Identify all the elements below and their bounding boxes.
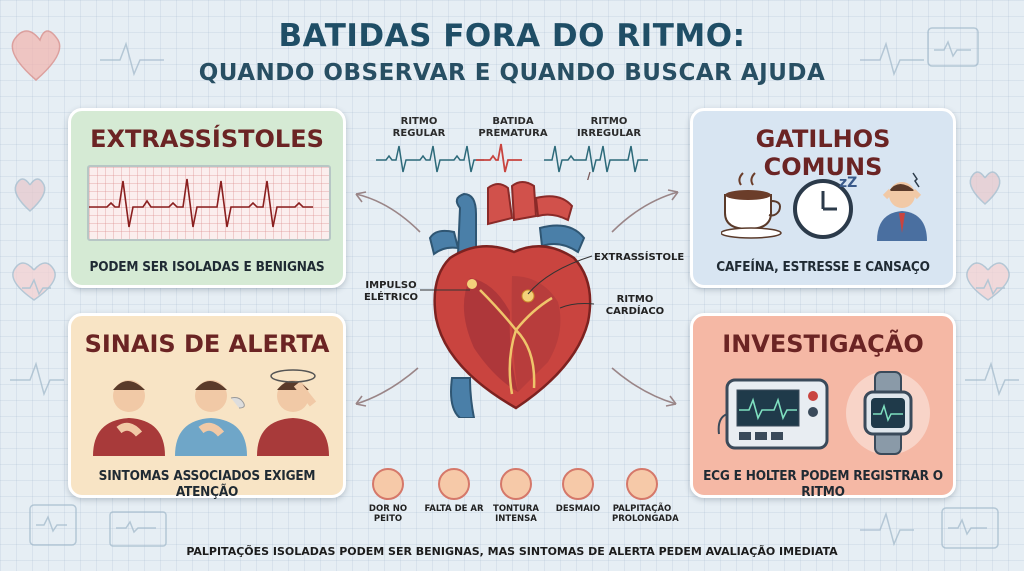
dizzy-head-icon: [500, 468, 532, 500]
heart-illustration: [420, 181, 595, 418]
chest-pain-person-icon: [93, 380, 165, 456]
ritmo-cardiaco-label: RITMO CARDÍACO: [605, 294, 665, 317]
decor-heart-icon: [11, 30, 61, 81]
card-caption: SINTOMAS ASSOCIADOS EXIGEM ATENÇÃO: [98, 468, 316, 500]
card-title: EXTRASSÍSTOLES: [90, 125, 324, 153]
page-title: BATIDAS FORA DO RITMO:: [278, 18, 746, 54]
card-caption: ECG E HOLTER PODEM REGISTRAR O RITMO: [703, 468, 943, 500]
svg-text:zZ: zZ: [839, 175, 857, 191]
card-caption: CAFEÍNA, ESTRESSE E CANSAÇO: [716, 259, 930, 275]
card-title: GATILHOS COMUNS: [755, 125, 891, 181]
impulso-label: IMPULSO ELÉTRICO: [363, 280, 419, 303]
shortness-of-breath-person-icon: [175, 380, 247, 456]
card-extrassistoles: EXTRASSÍSTOLES PODEM SER ISOLADAS E BENI…: [68, 108, 346, 288]
page-subtitle: QUANDO OBSERVAR E QUANDO BUSCAR AJUDA: [198, 60, 826, 86]
heart-chest-icon: [372, 468, 404, 500]
symptom-item: DESMAIO: [548, 468, 608, 514]
rhythm-irregular-label: RITMO IRREGULAR: [576, 116, 642, 139]
stressed-person-icon: [877, 172, 927, 241]
rhythm-regular-label: RITMO REGULAR: [392, 116, 446, 139]
lungs-icon: [438, 468, 470, 500]
symptom-item: FALTA DE AR: [424, 468, 484, 514]
heart-pulse-icon: [626, 468, 658, 500]
fainting-person-icon: [562, 468, 594, 500]
card-investigacao: INVESTIGAÇÃO ECG E HOLTER PODEM REGISTRA…: [690, 313, 956, 500]
symptom-item: TONTURA INTENSA: [486, 468, 546, 524]
card-title: INVESTIGAÇÃO: [722, 330, 924, 358]
rhythm-strip: [376, 143, 648, 180]
footer-note: PALPITAÇÕES ISOLADAS PODEM SER BENIGNAS,…: [186, 545, 838, 558]
clock-icon: zZ: [793, 175, 857, 239]
holter-monitor-icon: [717, 378, 829, 450]
symptom-item: PALPITAÇÃO PROLONGADA: [612, 468, 679, 524]
dizzy-person-icon: [257, 369, 329, 456]
card-title: SINAIS DE ALERTA: [84, 330, 330, 358]
extrassistole-label: EXTRASSÍSTOLE: [594, 252, 685, 263]
smartwatch-icon: [846, 371, 930, 455]
card-caption: PODEM SER ISOLADAS E BENIGNAS: [89, 259, 325, 275]
ecg-trace-icon: [89, 178, 313, 228]
card-sinais-de-alerta: SINAIS DE ALERTA SINTOMAS ASSOCIADOS EXI…: [68, 313, 346, 500]
rhythm-premature-label: BATIDA PREMATURA: [478, 116, 548, 139]
ecg-strip: [87, 165, 331, 241]
coffee-cup-icon: [721, 172, 782, 239]
card-gatilhos-comuns: GATILHOS COMUNS zZ CAFEÍNA, ESTRESSE E C…: [690, 108, 956, 288]
symptom-item: DOR NO PEITO: [358, 468, 418, 524]
